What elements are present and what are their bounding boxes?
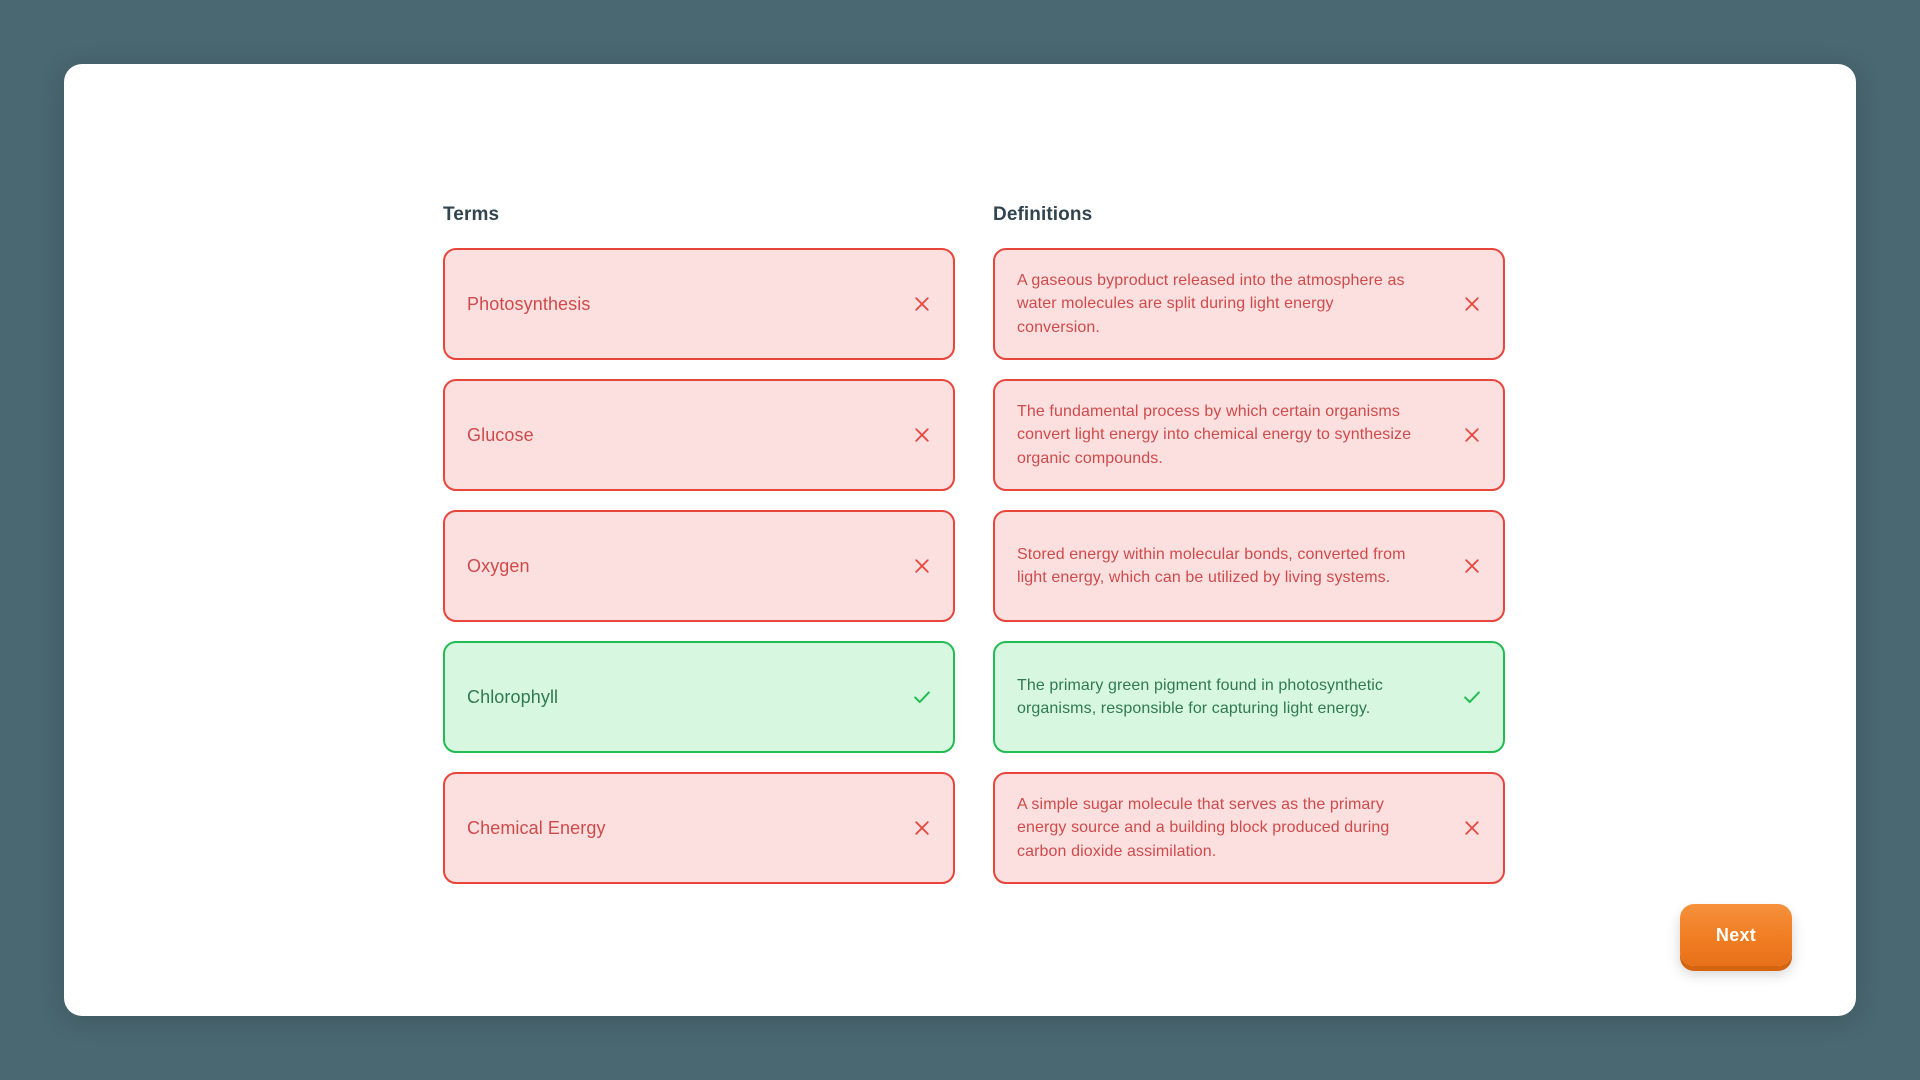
definition-card[interactable]: Stored energy within molecular bonds, co… bbox=[993, 510, 1505, 622]
definition-card[interactable]: A gaseous byproduct released into the at… bbox=[993, 248, 1505, 360]
definition-label: The primary green pigment found in photo… bbox=[1017, 676, 1383, 717]
close-icon bbox=[911, 424, 933, 446]
definition-label: The fundamental process by which certain… bbox=[1017, 403, 1412, 467]
definition-card[interactable]: The primary green pigment found in photo… bbox=[993, 641, 1505, 753]
close-icon bbox=[1461, 555, 1483, 577]
term-label: Glucose bbox=[467, 424, 534, 445]
close-icon bbox=[1461, 424, 1483, 446]
close-icon bbox=[911, 817, 933, 839]
definition-label: Stored energy within molecular bonds, co… bbox=[1017, 545, 1406, 586]
term-card[interactable]: Chemical Energy bbox=[443, 772, 955, 884]
term-card[interactable]: Photosynthesis bbox=[443, 248, 955, 360]
term-card[interactable]: Glucose bbox=[443, 379, 955, 491]
term-label: Photosynthesis bbox=[467, 293, 591, 314]
check-icon bbox=[911, 686, 933, 708]
definitions-column: Definitions A gaseous byproduct released… bbox=[993, 204, 1505, 884]
terms-column-header: Terms bbox=[443, 204, 500, 225]
next-button[interactable]: Next bbox=[1680, 904, 1792, 966]
close-icon bbox=[911, 555, 933, 577]
term-card[interactable]: Oxygen bbox=[443, 510, 955, 622]
close-icon bbox=[911, 293, 933, 315]
definition-label: A gaseous byproduct released into the at… bbox=[1017, 272, 1405, 336]
close-icon bbox=[1461, 817, 1483, 839]
term-label: Oxygen bbox=[467, 555, 530, 576]
definitions-column-header: Definitions bbox=[993, 204, 1093, 225]
close-icon bbox=[1461, 293, 1483, 315]
check-icon bbox=[1461, 686, 1483, 708]
term-card[interactable]: Chlorophyll bbox=[443, 641, 955, 753]
definition-card[interactable]: The fundamental process by which certain… bbox=[993, 379, 1505, 491]
definition-card[interactable]: A simple sugar molecule that serves as t… bbox=[993, 772, 1505, 884]
term-label: Chlorophyll bbox=[467, 686, 559, 707]
definitions-card-list: A gaseous byproduct released into the at… bbox=[993, 248, 1505, 884]
term-label: Chemical Energy bbox=[467, 817, 606, 838]
definition-label: A simple sugar molecule that serves as t… bbox=[1017, 796, 1390, 860]
